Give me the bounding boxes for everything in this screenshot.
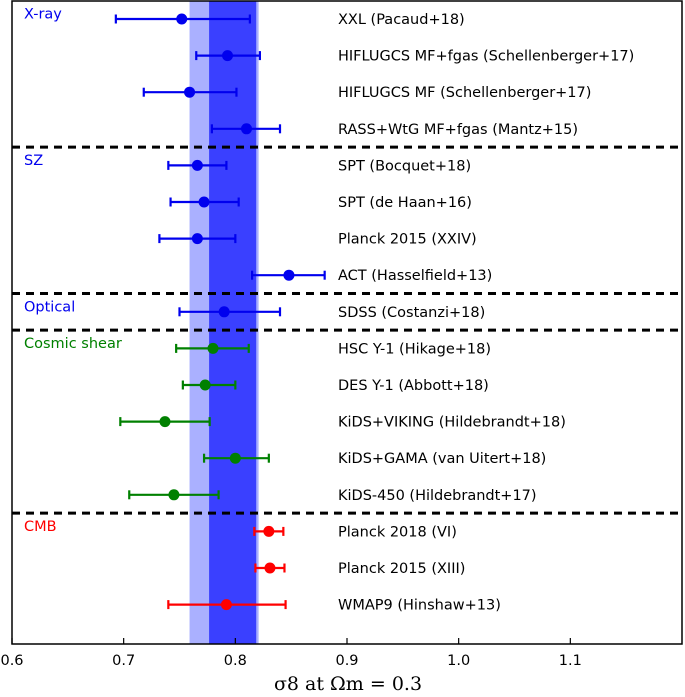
data-point [283, 269, 295, 281]
point-label: Planck 2018 (VI) [338, 524, 457, 540]
x-axis-label: σ8 at Ωm = 0.3 [274, 673, 422, 695]
point-label: XXL (Pacaud+18) [338, 12, 465, 28]
data-point [263, 525, 275, 537]
data-point [218, 306, 230, 318]
point-label: HSC Y-1 (Hikage+18) [338, 341, 491, 357]
point-labels: XXL (Pacaud+18) HIFLUGCS MF+fgas (Schelle… [338, 12, 634, 614]
data-point [241, 123, 252, 135]
data-point [198, 196, 210, 208]
data-point [176, 13, 188, 25]
band-inner [209, 1, 257, 644]
data-point [159, 416, 171, 428]
point-label: ACT (Hasselfield+13) [338, 268, 492, 284]
x-tick-label: 1.0 [447, 653, 470, 669]
data-point [264, 562, 276, 574]
point-label: Planck 2015 (XXIV) [338, 232, 477, 248]
point-label: SDSS (Costanzi+18) [338, 305, 485, 321]
group-label: Cosmic shear [24, 336, 122, 352]
data-points [114, 13, 326, 611]
data-point [229, 452, 241, 464]
data-point [191, 233, 203, 245]
point-label: KiDS+VIKING (Hildebrandt+18) [338, 415, 566, 431]
group-label: Optical [24, 300, 75, 316]
point-label: HIFLUGCS MF+fgas (Schellenberger+17) [338, 49, 634, 65]
point-label: SPT (Bocquet+18) [338, 158, 471, 174]
data-point [168, 489, 180, 501]
point-label: WMAP9 (Hinshaw+13) [338, 598, 501, 614]
point-label: KiDS-450 (Hildebrandt+17) [338, 488, 537, 504]
point-label: DES Y-1 (Abbott+18) [338, 378, 489, 394]
x-tick-label: 0.7 [112, 653, 135, 669]
x-tick-label: 0.6 [0, 653, 23, 669]
point-label: Planck 2015 (XIII) [338, 561, 465, 577]
reference-band [189, 1, 259, 644]
data-point [191, 159, 203, 171]
data-point [199, 379, 211, 391]
x-axis-ticks: 0.6 0.7 0.8 0.9 1.0 1.1 [0, 638, 582, 669]
x-tick-label: 0.9 [335, 653, 358, 669]
data-point [207, 342, 219, 354]
point-label: RASS+WtG MF+fgas (Mantz+15) [338, 122, 578, 138]
x-tick-label: 1.1 [559, 653, 582, 669]
x-tick-label: 0.8 [224, 653, 247, 669]
group-label: CMB [24, 519, 57, 535]
group-label: SZ [24, 153, 43, 169]
point-label: KiDS+GAMA (van Uitert+18) [338, 451, 546, 467]
group-label: X-ray [24, 7, 62, 23]
data-point [184, 86, 196, 98]
point-label: SPT (de Haan+16) [338, 195, 472, 211]
data-point [222, 50, 234, 62]
data-point [220, 599, 232, 611]
point-label: HIFLUGCS MF (Schellenberger+17) [338, 85, 591, 101]
